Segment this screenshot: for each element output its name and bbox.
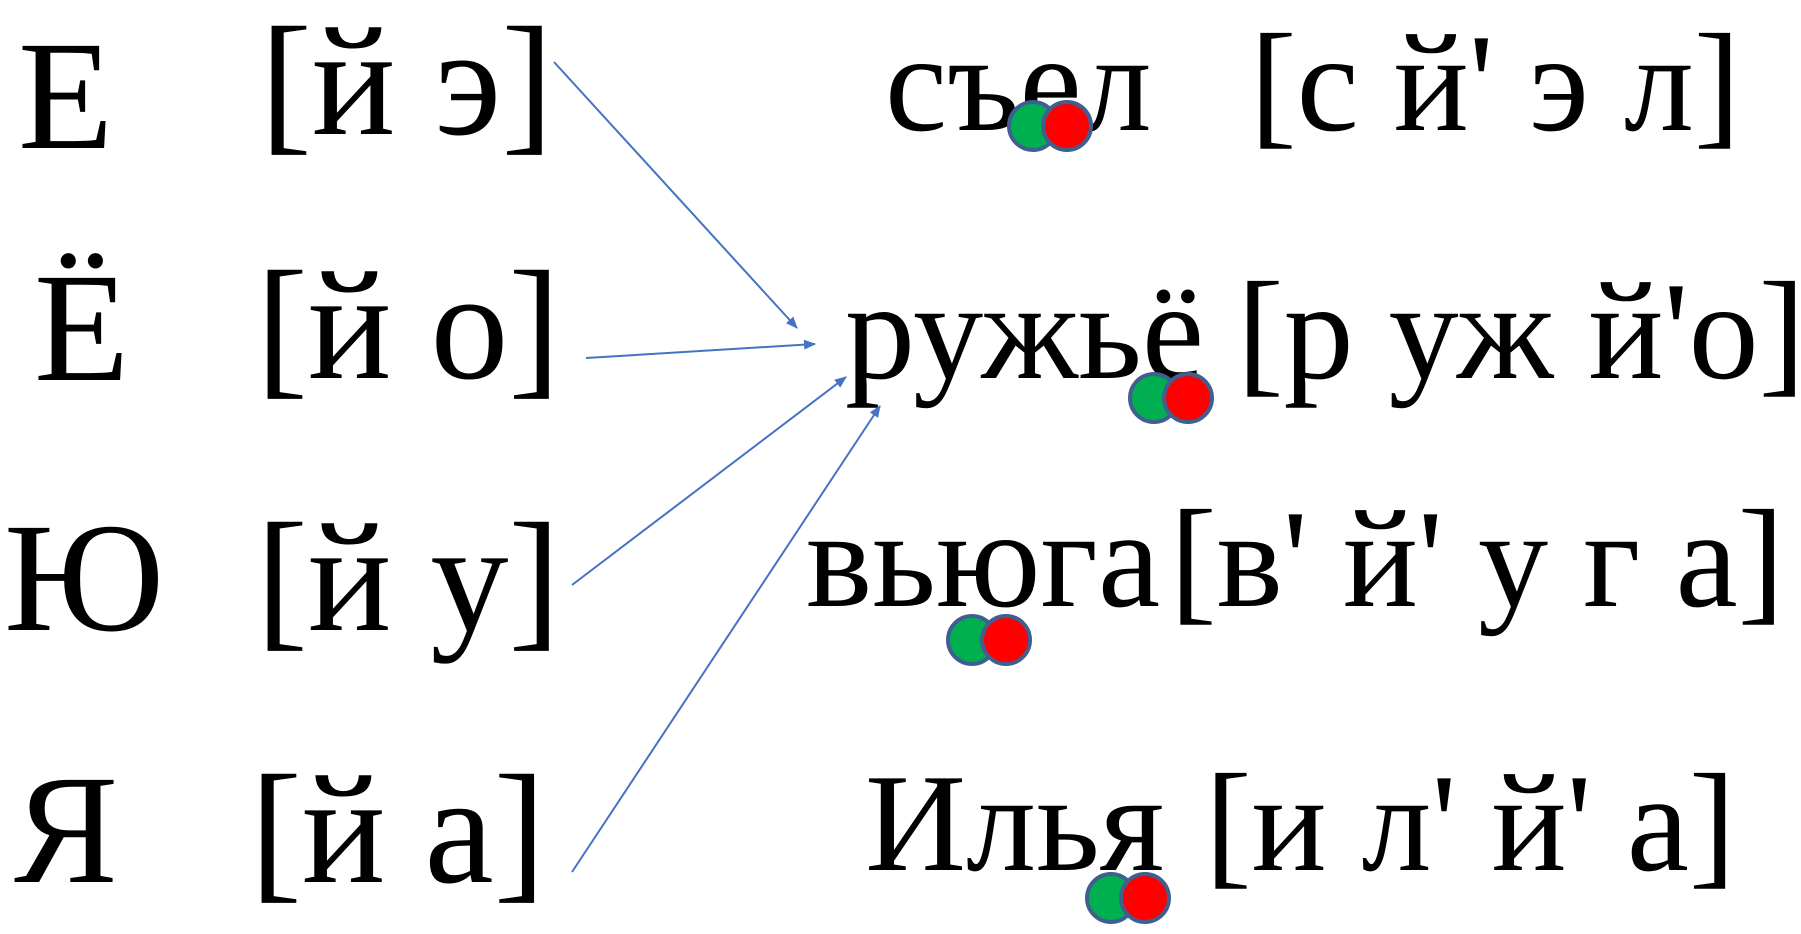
- transcription-vyuga: [в' й' у г а]: [1170, 482, 1785, 637]
- marker-dots-ilya: [1085, 872, 1177, 934]
- red-dot-icon: [1162, 372, 1214, 424]
- red-dot-icon: [1119, 872, 1171, 924]
- word-ilya: Илья: [865, 746, 1165, 901]
- arrow-yu: [571, 376, 847, 586]
- transcription-sel: [с й' э л]: [1250, 6, 1741, 161]
- letter-ya: Я: [14, 743, 119, 916]
- sounds-e: [й э]: [260, 0, 554, 168]
- marker-dots-vyuga: [946, 614, 1038, 676]
- marker-dots-ruzhyo: [1128, 372, 1220, 434]
- marker-dots-sel: [1007, 100, 1099, 162]
- sounds-yu: [й у]: [256, 491, 561, 664]
- red-dot-icon: [980, 614, 1032, 666]
- letter-e: Е: [18, 9, 114, 182]
- arrow-ya: [571, 405, 881, 873]
- arrow-e: [553, 61, 798, 329]
- transcription-ruzhyo: [р уж й'о]: [1237, 254, 1801, 409]
- word-vyuga: вьюга: [806, 482, 1161, 637]
- arrow-yo: [585, 339, 816, 359]
- transcription-ilya: [и л' й' а]: [1205, 746, 1736, 901]
- red-dot-icon: [1041, 100, 1093, 152]
- sounds-yo: [й о]: [256, 239, 561, 412]
- sounds-ya: [й а]: [250, 743, 546, 916]
- letter-yo: Ё: [34, 241, 130, 414]
- letter-yu: Ю: [4, 491, 165, 664]
